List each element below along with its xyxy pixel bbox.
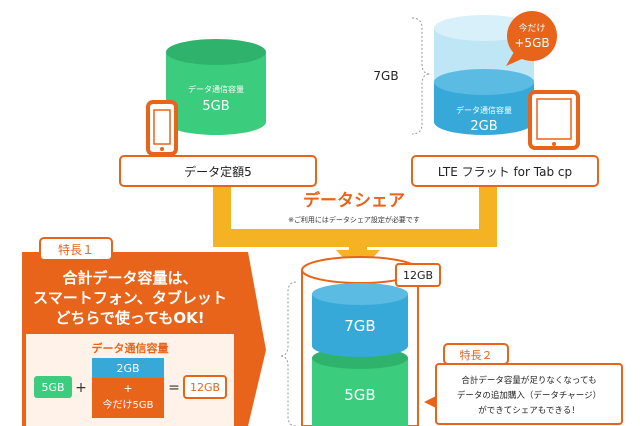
smartphone-plan-box (119, 155, 317, 187)
eq-plus-label: + (75, 380, 87, 396)
tablet-icon (528, 90, 580, 150)
total-brace-12gb (279, 281, 297, 426)
feature2-tag: 特長２ (460, 348, 493, 362)
smartphone-cylinder-value: 5GB (202, 99, 229, 114)
result-top-value: 7GB (344, 317, 375, 335)
feature1-panel: 特長１ 合計データ容量は、 スマートフォン、タブレット どちらで使ってもOK! … (22, 237, 266, 426)
feature2-line2: データの追加購入（データチャージ） (457, 390, 601, 401)
eq-b-label: 2GB (116, 362, 139, 375)
feature1-box-title: データ通信容量 (92, 341, 169, 355)
tablet-cylinder-title: データ通信容量 (456, 105, 512, 115)
feature1-heading-line3: どちらで使ってもOK! (55, 309, 204, 327)
eq-c-label: 今だけ5GB (103, 398, 154, 411)
result-bottom-value: 5GB (344, 386, 375, 404)
smartphone-cylinder-title: データ通信容量 (188, 84, 244, 94)
tablet-plan-label: LTE フラット for Tab cp (438, 165, 572, 179)
feature2-line3: ができてシェアもできる！ (478, 405, 580, 416)
tablet-plan-box (411, 155, 599, 187)
shared-total-cylinder: 7GB 5GB (301, 256, 419, 426)
eq-2gb-chip (92, 358, 164, 378)
smartphone-data-cylinder: データ通信容量 5GB (166, 39, 266, 135)
feature2-box: 特長２ 合計データ容量が足りなくなっても データの追加購入（データチャージ） が… (424, 343, 623, 425)
bonus-speech-bubble: 今だけ +5GB (506, 11, 557, 66)
feature1-heading-line2: スマートフォン、タブレット (33, 289, 227, 307)
eq-plus2-label: + (123, 382, 132, 395)
share-note: ※ご利用にはデータシェア設定が必要です (288, 215, 420, 224)
tablet-size-label: 7GB (373, 69, 398, 83)
result-total-chip (395, 263, 441, 287)
size-brace-7gb (411, 17, 431, 135)
feature2-line1: 合計データ容量が足りなくなっても (461, 375, 596, 386)
smartphone-icon (146, 100, 178, 156)
result-total-label: 12GB (403, 269, 433, 282)
eq-result-chip (183, 375, 227, 399)
smartphone-plan-label: データ定額5 (184, 164, 252, 179)
feature1-tag-box (39, 237, 113, 261)
eq-result-label: 12GB (190, 381, 220, 394)
bubble-line1: 今だけ (518, 22, 545, 34)
eq-a-label: 5GB (41, 381, 64, 394)
bubble-line2: +5GB (514, 36, 549, 50)
feature1-heading-line1: 合計データ容量は、 (61, 269, 197, 287)
share-title: データシェア (303, 190, 405, 211)
eq-bonus-chip (92, 378, 164, 418)
feature1-tag: 特長１ (58, 242, 94, 257)
eq-equals-label: = (168, 380, 180, 396)
tablet-cylinder-value: 2GB (470, 119, 497, 134)
feature2-tag-box (443, 343, 509, 365)
eq-5gb-chip (34, 376, 72, 398)
